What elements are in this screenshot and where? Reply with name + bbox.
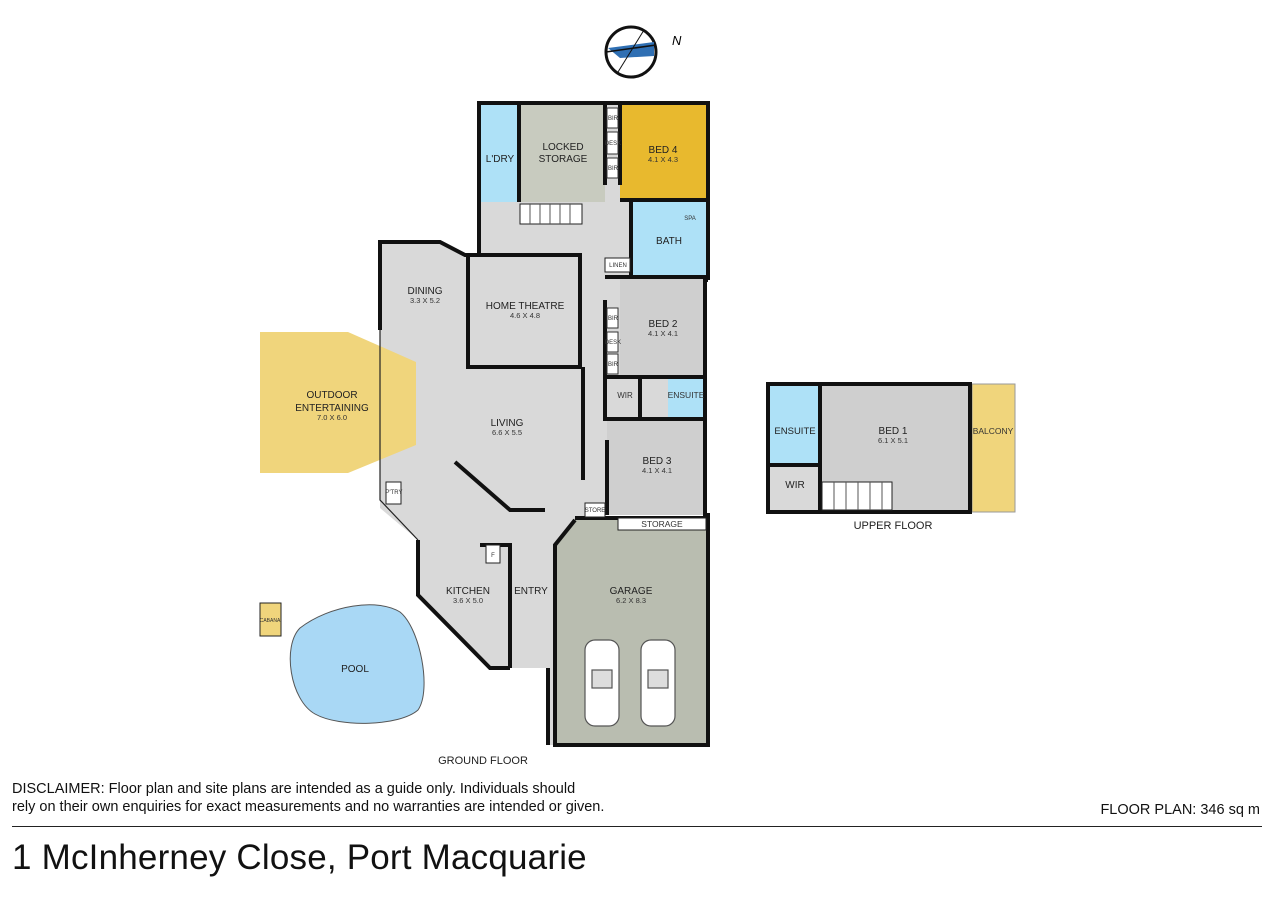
kitchen-label: KITCHEN	[446, 586, 490, 597]
room-ensuite-ground	[668, 377, 706, 417]
room-wir-upper	[770, 465, 820, 511]
bed1-label: BED 1	[879, 426, 908, 437]
bed3-dims: 4.1 X 4.1	[642, 466, 672, 475]
pool-label: POOL	[341, 664, 369, 675]
room-garage	[555, 518, 708, 745]
locked-storage-label-1: LOCKED	[542, 142, 583, 153]
bed2-dims: 4.1 X 4.1	[648, 329, 678, 338]
room-locked-storage	[520, 105, 605, 202]
bed3-label: BED 3	[643, 456, 672, 467]
store-cupboard	[584, 502, 606, 518]
home-theatre-dims: 4.6 X 4.8	[510, 311, 540, 320]
room-outdoor-entertaining	[260, 332, 416, 473]
balcony-label: BALCONY	[973, 426, 1014, 436]
spa-label: SPA	[684, 216, 696, 222]
divider	[12, 826, 1262, 827]
fridge-label: F	[491, 553, 495, 559]
wir-ground-label: WIR	[617, 391, 633, 400]
upper-outer-wall	[766, 382, 972, 514]
living-label: LIVING	[491, 418, 524, 429]
cabana-label: CABANA	[260, 618, 281, 624]
linen-label: LINEN	[609, 263, 627, 269]
living-dims: 6.6 X 5.5	[492, 428, 522, 437]
outdoor-label-2: ENTERTAINING	[295, 403, 369, 414]
ground-outer-wall	[477, 101, 710, 280]
compass-icon: N	[604, 25, 682, 79]
storage-label: STORAGE	[641, 519, 683, 529]
room-bed3	[607, 419, 706, 515]
locked-storage-label-2: STORAGE	[539, 154, 588, 165]
wall	[453, 460, 545, 512]
ensuite-upper-label: ENSUITE	[774, 426, 815, 437]
kitchen-dims: 3.6 X 5.0	[453, 596, 483, 605]
kitchen-wall	[416, 540, 510, 670]
compass-north-label: N	[672, 33, 682, 48]
ground-east-wall	[553, 278, 710, 747]
outdoor-label-1: OUTDOOR	[306, 390, 357, 401]
garage-dims: 6.2 X 8.3	[616, 596, 646, 605]
room-cabana	[259, 602, 282, 637]
room-bath	[631, 202, 706, 275]
desk-label: DESK	[605, 340, 621, 346]
pool	[289, 604, 425, 724]
living-glass	[379, 330, 419, 541]
home-theatre-label: HOME THEATRE	[486, 301, 565, 312]
room-bed2	[620, 277, 706, 376]
ground-floor-label: GROUND FLOOR	[438, 755, 528, 767]
wall	[603, 377, 706, 421]
dining-label: DINING	[408, 286, 443, 297]
room-ensuite-upper	[770, 386, 820, 464]
floor-area: FLOOR PLAN: 346 sq m	[1100, 802, 1260, 818]
bir-label: BIR	[608, 316, 619, 322]
entry-label: ENTRY	[514, 586, 548, 597]
disclaimer-line-2: rely on their own enquiries for exact me…	[12, 799, 605, 815]
pantry-label: P'TRY	[385, 490, 402, 496]
store-label: STORE	[585, 508, 606, 514]
disclaimer: DISCLAIMER: Floor plan and site plans ar…	[12, 780, 732, 816]
car-icon	[584, 639, 676, 727]
floor-plan: N	[259, 25, 1016, 767]
bed2-label: BED 2	[649, 319, 678, 330]
room-laundry	[481, 105, 519, 202]
bir-label: BIR	[608, 116, 619, 122]
room-bed4	[620, 105, 706, 200]
dining-dims: 3.3 X 5.2	[410, 296, 440, 305]
pantry-cupboard	[385, 481, 402, 505]
garage-label: GARAGE	[610, 586, 653, 597]
desk-label: DESK	[605, 141, 621, 147]
upper-floor-label: UPPER FLOOR	[854, 520, 933, 532]
bath-label: BATH	[656, 236, 682, 247]
outdoor-dims: 7.0 X 6.0	[317, 413, 347, 422]
linen-cupboard	[604, 257, 631, 273]
laundry-label: L'DRY	[486, 154, 515, 165]
bir-label: BIR	[608, 362, 619, 368]
disclaimer-line-1: DISCLAIMER: Floor plan and site plans ar…	[12, 781, 576, 797]
fridge	[485, 544, 501, 564]
bed1-dims: 6.1 X 5.1	[878, 436, 908, 445]
bed4-label: BED 4	[649, 145, 678, 156]
bed4-dims: 4.1 X 4.3	[648, 155, 678, 164]
bir-label: BIR	[608, 166, 619, 172]
wall	[466, 253, 582, 369]
ensuite-ground-label: ENSUITE	[668, 390, 705, 400]
wir-upper-label: WIR	[785, 480, 804, 491]
staircase-upper	[821, 481, 893, 511]
wardrobe-panels	[606, 107, 619, 375]
room-storage	[617, 517, 707, 531]
staircase-ground	[519, 203, 583, 225]
room-balcony	[971, 383, 1016, 513]
property-address: 1 McInherney Close, Port Macquarie	[12, 838, 587, 877]
